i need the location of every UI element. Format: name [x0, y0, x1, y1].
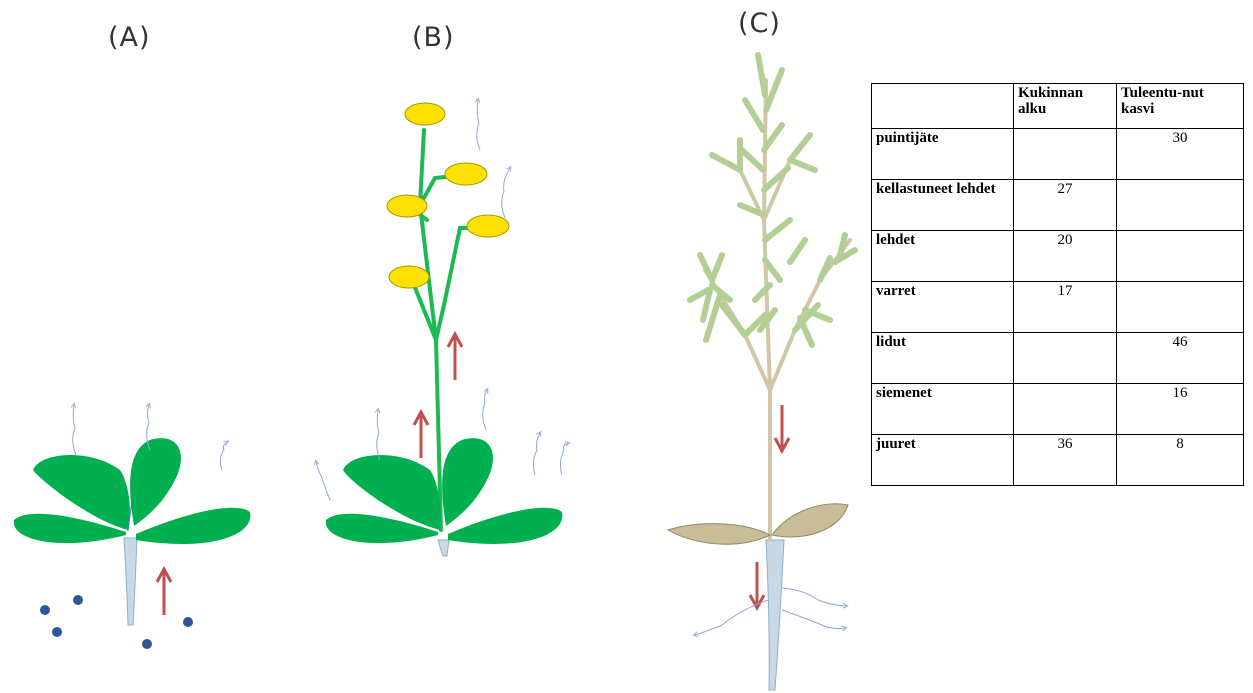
- evaporation-arrow-icon: [316, 100, 568, 500]
- nutrient-dot: [40, 605, 50, 615]
- leaf-a-upper-right: [130, 438, 181, 526]
- nutrient-dot: [52, 627, 62, 637]
- table-row: puintijäte 30: [872, 129, 1244, 180]
- cell-tuleentunut: [1117, 282, 1244, 333]
- plant-c-mature-grain: [668, 55, 855, 690]
- leaf-b-upper-right: [442, 438, 493, 526]
- cell-kukinnan-alku: 27: [1014, 180, 1117, 231]
- row-label: puintijäte: [872, 129, 1014, 180]
- cell-tuleentunut: [1117, 180, 1244, 231]
- cell-tuleentunut: [1117, 231, 1244, 282]
- flower-head: [405, 103, 445, 125]
- table-row: kellastuneet lehdet 27: [872, 180, 1244, 231]
- row-label: lehdet: [872, 231, 1014, 282]
- root-b: [438, 540, 449, 556]
- cell-tuleentunut: 46: [1117, 333, 1244, 384]
- table-row: varret 17: [872, 282, 1244, 333]
- column-header-tuleentunut-kasvi: Tuleentu-nut kasvi: [1117, 84, 1244, 129]
- cell-kukinnan-alku: [1014, 384, 1117, 435]
- table-corner-cell: [872, 84, 1014, 129]
- biomass-table: Kukinnan alku Tuleentu-nut kasvi puintij…: [871, 83, 1244, 486]
- root-c: [766, 540, 784, 690]
- cell-kukinnan-alku: 20: [1014, 231, 1117, 282]
- row-label: lidut: [872, 333, 1014, 384]
- cell-tuleentunut: 16: [1117, 384, 1244, 435]
- upward-red-arrow-icon: [414, 412, 428, 458]
- flower-head: [387, 195, 427, 217]
- row-label: siemenet: [872, 384, 1014, 435]
- downward-red-arrow-icon: [775, 405, 789, 451]
- plant-b-flowering: [316, 100, 568, 556]
- table-row: juuret 36 8: [872, 435, 1244, 486]
- upward-red-arrow-icon: [157, 569, 171, 615]
- nutrient-dot: [142, 639, 152, 649]
- leaf-a-lower-right: [136, 508, 250, 544]
- flower-head: [445, 163, 487, 185]
- flower-head: [467, 215, 509, 237]
- plant-stages-illustration: [0, 0, 870, 693]
- nutrient-dot: [73, 595, 83, 605]
- column-header-kukinnan-alku: Kukinnan alku: [1014, 84, 1117, 129]
- root-a: [124, 538, 137, 625]
- base-leaf-right: [772, 504, 848, 537]
- table-row: lidut 46: [872, 333, 1244, 384]
- plant-a-rosette: [14, 405, 251, 649]
- row-label: kellastuneet lehdet: [872, 180, 1014, 231]
- base-leaf-left: [668, 524, 770, 545]
- row-label: varret: [872, 282, 1014, 333]
- cell-kukinnan-alku: 36: [1014, 435, 1117, 486]
- table-header-row: Kukinnan alku Tuleentu-nut kasvi: [872, 84, 1244, 129]
- table-row: lehdet 20: [872, 231, 1244, 282]
- upward-red-arrow-icon: [448, 334, 462, 380]
- downward-red-arrow-icon: [750, 562, 764, 608]
- cell-kukinnan-alku: [1014, 129, 1117, 180]
- leaf-b-lower-right: [448, 508, 562, 544]
- table-row: siemenet 16: [872, 384, 1244, 435]
- flower-head: [389, 266, 429, 288]
- nutrient-dot: [183, 617, 193, 627]
- cell-kukinnan-alku: [1014, 333, 1117, 384]
- cell-tuleentunut: 30: [1117, 129, 1244, 180]
- cell-tuleentunut: 8: [1117, 435, 1244, 486]
- cell-kukinnan-alku: 17: [1014, 282, 1117, 333]
- row-label: juuret: [872, 435, 1014, 486]
